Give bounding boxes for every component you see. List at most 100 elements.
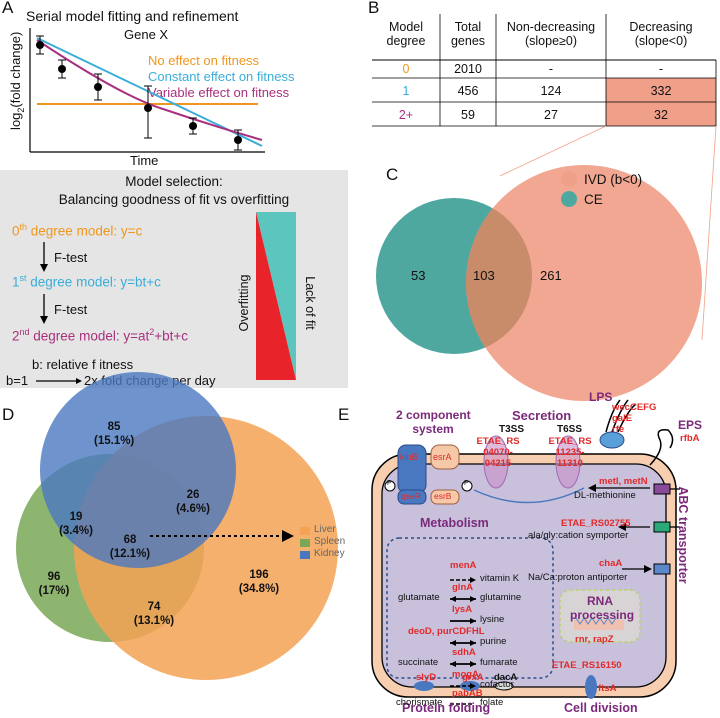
point-1	[36, 41, 44, 49]
qser-label: qseR	[401, 491, 421, 501]
symporter	[653, 521, 671, 533]
phospho-2	[461, 480, 473, 492]
ftsa-protein	[585, 675, 597, 699]
vitamin-k: vitamin K	[480, 573, 520, 584]
row1-nondec: 124	[540, 84, 562, 98]
secretion-link	[473, 487, 585, 504]
ivd-circle	[466, 165, 702, 401]
legend-liver-swatch	[300, 527, 310, 535]
pabab-gene: pabAB	[452, 688, 483, 699]
model-selection-subtitle: Balancing goodness of fit vs overfitting	[58, 192, 290, 207]
fumarate: fumarate	[480, 657, 518, 668]
lack-of-fit-triangle	[256, 212, 296, 380]
variable-effect-curve	[36, 39, 263, 141]
legend-constant-effect: Constant effect on fitness	[148, 69, 295, 84]
esrb-protein	[430, 489, 460, 505]
model-1st-degree: 1st degree model: y=bt+c	[12, 273, 161, 290]
t3ss-genes: ETAE_RS 04070- 04215	[476, 436, 520, 469]
rna-icon	[574, 620, 624, 630]
row2-nondec: 27	[544, 108, 558, 122]
metabolism-box	[386, 537, 554, 679]
model-2nd-degree: 2nd degree model: y=at2+bt+c	[12, 327, 189, 344]
panel-letter-a: A	[2, 0, 14, 17]
spleen-only: 96(17%)	[38, 571, 70, 597]
row0-dec: -	[658, 62, 664, 76]
x-axis-label: Time	[130, 153, 159, 168]
rs02755-gene: ETAE_RS02755	[561, 518, 631, 529]
lysa-gene: lysA	[452, 604, 473, 615]
legend-variable-effect: Variable effect on fitness	[148, 85, 290, 100]
met-genes: metI, metN	[599, 476, 648, 487]
esra-label: esrA	[433, 452, 452, 462]
metabolism-label: Metabolism	[420, 516, 489, 530]
cell-division-label: Cell division	[564, 701, 638, 715]
eps-label: EPS	[678, 418, 703, 432]
row2-total: 59	[461, 108, 475, 122]
header-total-genes: Total genes	[450, 20, 486, 48]
point-4	[144, 104, 152, 112]
mena-gene: menA	[450, 560, 477, 571]
lysine: lysine	[480, 614, 505, 625]
t6ss-label: T6SS	[557, 424, 583, 435]
row1-dec: 332	[650, 84, 672, 98]
t3ss-label: T3SS	[499, 424, 525, 435]
eps-structure	[649, 428, 674, 466]
kidney-only: 85(15.1%)	[94, 421, 135, 447]
header-non-decreasing: Non-decreasing (slope≥0)	[506, 20, 596, 48]
symporter-label: ala/gly:cation symporter	[528, 530, 629, 541]
glutamate: glutamate	[398, 592, 440, 603]
liver-only: 196(34.8%)	[238, 569, 280, 595]
phospho-label-1: P	[387, 480, 392, 487]
spleen-liver: 74(13.1%)	[133, 601, 175, 627]
overlap-count: 103	[473, 268, 495, 283]
row0-degree: 0	[402, 62, 410, 76]
kidney-spleen: 19(3.4%)	[59, 511, 93, 537]
chaa-gene: chaA	[599, 558, 623, 569]
slyd-protein	[414, 681, 434, 691]
slyd-gene: slyD	[416, 672, 437, 683]
antiporter-label: Na/Ca:proton antiporter	[528, 572, 628, 583]
b-equals-one: b=1	[6, 373, 29, 388]
header-decreasing: Decreasing (slope<0)	[629, 20, 693, 48]
met-transporter	[653, 483, 671, 495]
ftsa-gene: ftsA	[598, 683, 617, 694]
model-selection-title: Model selection:	[125, 174, 223, 189]
abc-transporter-label: ABC transporter	[676, 486, 690, 584]
qser-protein	[397, 489, 427, 505]
sdha-gene: sdhA	[452, 647, 476, 658]
point-6	[234, 136, 242, 144]
secretion-label: Secretion	[512, 408, 572, 423]
data-points	[36, 41, 242, 144]
dl-methionine: DL-methionine	[574, 490, 636, 501]
legend-kidney: Kidney	[314, 548, 345, 559]
header-model-degree: Model degree	[386, 20, 426, 48]
purine: purine	[480, 636, 507, 647]
panel-letter-e: E	[338, 405, 350, 424]
t6ss-structure	[555, 435, 581, 489]
t3ss-structure	[483, 435, 509, 489]
cofactor: cofactor	[480, 679, 514, 690]
point-3	[94, 83, 102, 91]
kinb-label: kinB	[400, 452, 418, 462]
panel-letter-d: D	[2, 405, 15, 424]
gene-label: Gene X	[124, 27, 169, 42]
rs16150-gene: ETAE_RS16150	[552, 660, 622, 671]
lps-label: LPS	[589, 390, 613, 404]
point-2	[58, 65, 66, 73]
row2-degree: 2+	[398, 108, 414, 122]
panel-a-title: Serial model fitting and refinement	[26, 8, 239, 24]
legend-no-effect: No effect on fitness	[148, 53, 260, 68]
legend-ce-label: CE	[584, 192, 603, 207]
model-0th-degree: 0th degree model: y=c	[12, 222, 143, 239]
chorismate: chorismate	[396, 697, 443, 708]
ivd-only-count: 261	[540, 268, 562, 283]
phospho-1	[384, 480, 396, 492]
moga-gene: mogA	[452, 669, 479, 680]
deod-gene: deoD, purCDFHL	[408, 626, 485, 637]
phospho-label-2: P	[464, 480, 469, 487]
row1-degree: 1	[402, 84, 410, 98]
